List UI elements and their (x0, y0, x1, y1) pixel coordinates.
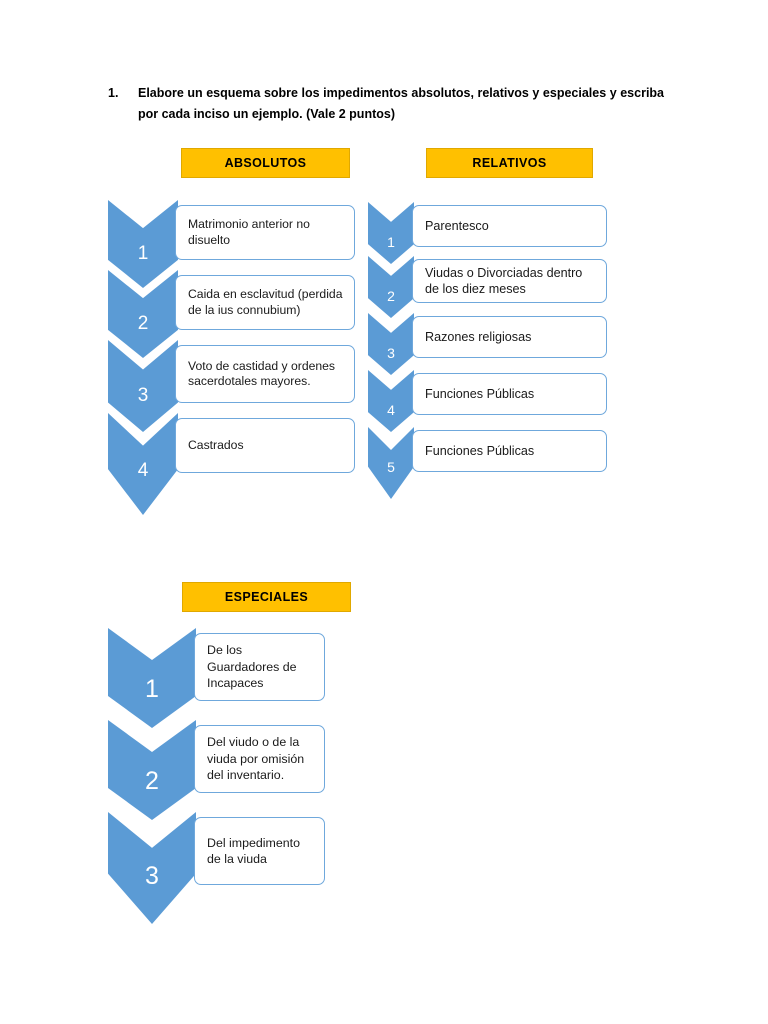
item-text-box: Matrimonio anterior no disuelto (175, 205, 355, 260)
item-text: Castrados (188, 437, 244, 452)
chevron-shape (368, 256, 414, 318)
item-text: Del impedimento de la viuda (207, 835, 300, 867)
question-text: Elabore un esquema sobre los impedimento… (138, 86, 664, 121)
item-text-box: Del viudo o de la viuda por omisión del … (194, 725, 325, 793)
item-text-box: Funciones Públicas (412, 373, 607, 415)
item-text-box: Voto de castidad y ordenes sacerdotales … (175, 345, 355, 403)
item-text-box: Castrados (175, 418, 355, 473)
chevron-shape (368, 427, 414, 499)
item-text: Voto de castidad y ordenes sacerdotales … (188, 358, 336, 389)
item-text: Funciones Públicas (425, 444, 535, 458)
item-text: Funciones Públicas (425, 387, 535, 401)
question-block: 1. Elabore un esquema sobre los impedime… (108, 83, 664, 125)
item-text-box: Parentesco (412, 205, 607, 247)
item-text: Caida en esclavitud (perdida de la ius c… (188, 287, 343, 317)
chevron-shape (368, 313, 414, 375)
question-row: 1. Elabore un esquema sobre los impedime… (108, 83, 664, 125)
section-header-relativos: RELATIVOS (426, 148, 593, 178)
item-text: Viudas o Divorciadas dentro de los diez … (425, 266, 583, 296)
section-header-especiales: ESPECIALES (182, 582, 351, 612)
item-text: Razones religiosas (425, 330, 532, 344)
item-text-box: Funciones Públicas (412, 430, 607, 472)
chevron-shape (368, 370, 414, 432)
item-text-box: De los Guardadores de Incapaces (194, 633, 325, 701)
chevron-shape (108, 200, 178, 288)
item-text: De los Guardadores de Incapaces (207, 643, 297, 691)
chevron-shape (108, 812, 196, 924)
item-text: Parentesco (425, 219, 489, 233)
question-number: 1. (108, 86, 119, 100)
item-text-box: Caida en esclavitud (perdida de la ius c… (175, 275, 355, 330)
chevron-shape (108, 720, 196, 820)
chevron-shape (368, 202, 414, 264)
chevron-shape (108, 628, 196, 728)
section-header-absolutos: ABSOLUTOS (181, 148, 350, 178)
item-text: Del viudo o de la viuda por omisión del … (207, 735, 305, 783)
item-text: Matrimonio anterior no disuelto (188, 217, 310, 247)
item-text-box: Viudas o Divorciadas dentro de los diez … (412, 259, 607, 303)
item-text-box: Del impedimento de la viuda (194, 817, 325, 885)
item-text-box: Razones religiosas (412, 316, 607, 358)
